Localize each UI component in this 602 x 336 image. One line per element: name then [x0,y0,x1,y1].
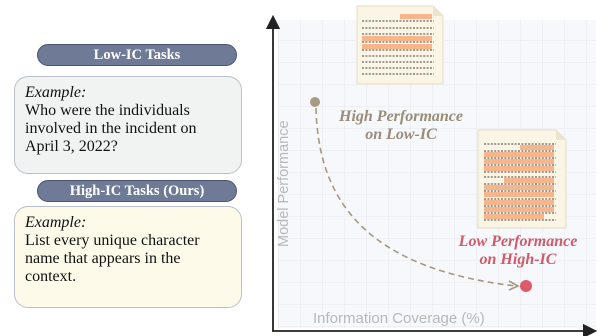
high-performance-point [310,97,320,107]
low-performance-point [520,280,532,292]
high-ic-example-label: Example: [25,214,87,231]
high-ic-example-text: List every unique character name that ap… [25,232,200,285]
trend-curve [315,107,517,287]
low-ic-example-label: Example: [25,84,87,101]
high-ic-pill: High-IC Tasks (Ours) [37,180,237,202]
high-annotation-line1: High Performance [339,108,463,125]
short-document-icon [356,5,444,85]
y-axis-label: Model Performance [276,120,292,247]
low-ic-example-text: Who were the individuals involved in the… [25,102,197,155]
trend-arrowhead [508,280,520,291]
high-performance-annotation: High Performance on Low-IC [326,108,476,144]
low-performance-annotation: Low Performance on High-IC [438,233,598,269]
low-ic-pill: Low-IC Tasks [37,44,237,66]
low-annotation-line2: on High-IC [479,251,557,268]
long-document-icon [477,129,567,229]
low-annotation-line1: Low Performance [458,233,578,250]
low-ic-example-card: Example: Who were the individuals involv… [14,76,242,174]
x-axis-label: Information Coverage (%) [313,310,485,327]
high-ic-example-card: Example: List every unique character nam… [14,206,242,308]
high-annotation-line2: on Low-IC [365,126,437,143]
